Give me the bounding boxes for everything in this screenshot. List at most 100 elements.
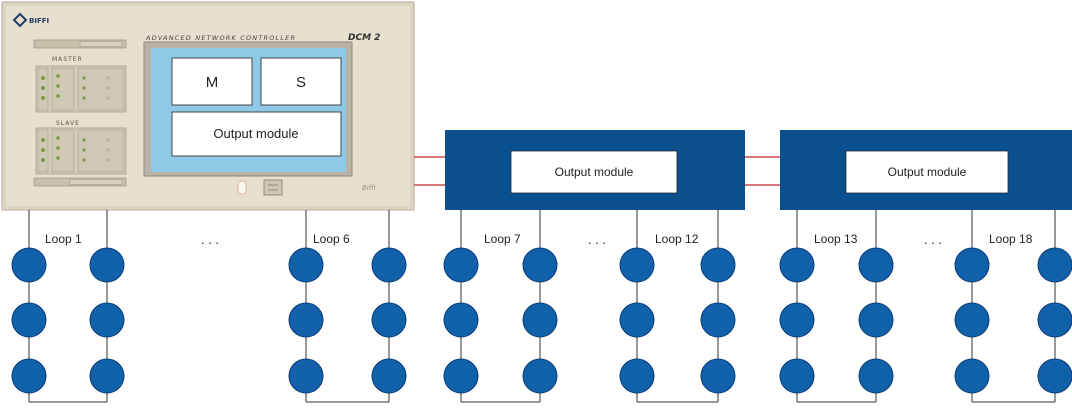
slave-box-label: S — [296, 74, 306, 91]
ellipsis-1: . . . — [201, 232, 219, 247]
loop-3 — [443, 210, 558, 403]
master-led-12 — [106, 96, 110, 100]
master-led-3 — [41, 96, 45, 100]
master-box-frame — [171, 57, 253, 106]
status-button[interactable] — [263, 179, 283, 196]
loop-device-node — [1037, 302, 1072, 338]
loop-device-node — [522, 247, 558, 283]
loop-device-node — [443, 247, 479, 283]
loop-device-node — [700, 302, 736, 338]
controller-model: DCM 2 — [348, 33, 380, 43]
slave-led-2 — [41, 148, 45, 152]
loop-label-1: Loop 1 — [45, 232, 82, 246]
loop-device-node — [89, 247, 125, 283]
screen-master-box: M — [171, 57, 253, 106]
loops-layer — [11, 210, 1072, 403]
loop-device-node — [11, 247, 47, 283]
slave-led-7 — [82, 138, 86, 142]
master-block: MASTER — [35, 56, 127, 113]
master-led-2 — [41, 86, 45, 90]
slave-sub-panel — [51, 129, 75, 173]
loop-label-12: Loop 12 — [655, 232, 699, 246]
output-module-label: Output module — [888, 165, 967, 179]
ellipsis-3: . . . — [924, 232, 942, 247]
master-status-panel — [77, 67, 125, 111]
slave-led-1 — [41, 138, 45, 142]
loop-device-node — [371, 302, 407, 338]
master-led-8 — [82, 86, 86, 90]
loop-device-node — [288, 302, 324, 338]
loop-device-node — [954, 302, 990, 338]
loop-4 — [619, 210, 736, 403]
status-strip-display — [79, 41, 123, 47]
output-module-unit-1: Output module — [445, 130, 745, 210]
loop-device-node — [858, 302, 894, 338]
master-led-7 — [82, 76, 86, 80]
controller-panel: BIFFI ADVANCED NETWORK CONTROLLER DCM 2 … — [1, 1, 415, 211]
loop-device-node — [619, 358, 655, 394]
loop-device-node — [779, 358, 815, 394]
loop-2 — [288, 210, 407, 403]
slave-status-panel — [77, 129, 125, 173]
slave-block: SLAVE — [35, 120, 127, 175]
screen-slave-box: S — [260, 57, 342, 106]
loop-device-node — [443, 358, 479, 394]
loop-1 — [11, 210, 125, 403]
loop-device-node — [954, 247, 990, 283]
master-box-label: M — [206, 74, 219, 91]
loop-device-node — [619, 302, 655, 338]
loop-device-node — [779, 302, 815, 338]
loop-device-node — [858, 358, 894, 394]
loop-device-node — [288, 358, 324, 394]
slave-led-4 — [56, 136, 60, 140]
loop-device-node — [89, 302, 125, 338]
loop-device-node — [700, 358, 736, 394]
output-module-label: Output module — [555, 165, 634, 179]
slave-label: SLAVE — [56, 120, 80, 127]
diamond-logo-icon — [12, 12, 28, 28]
signature-text: Biffi — [362, 184, 376, 192]
loop-device-node — [443, 302, 479, 338]
loop-device-node — [779, 247, 815, 283]
brand-name: BIFFI — [29, 17, 49, 25]
output-box-label: Output module — [213, 126, 298, 141]
slave-led-9 — [82, 158, 86, 162]
slave-box-frame — [260, 57, 342, 106]
screen-output-module-box: Output module — [171, 111, 342, 157]
loop-device-node — [858, 247, 894, 283]
controller-title: ADVANCED NETWORK CONTROLLER — [145, 34, 296, 42]
slave-led-12 — [106, 158, 110, 162]
loop-device-node — [1037, 247, 1072, 283]
slave-led-5 — [56, 146, 60, 150]
loop-label-6: Loop 6 — [313, 232, 350, 246]
loop-device-node — [522, 358, 558, 394]
loop-label-13: Loop 13 — [814, 232, 858, 246]
output-strip-display — [69, 179, 123, 185]
master-led-11 — [106, 86, 110, 90]
output-module-frame — [845, 150, 1009, 194]
loop-device-node — [522, 302, 558, 338]
loop-device-node — [11, 358, 47, 394]
master-led-9 — [82, 96, 86, 100]
master-led-1 — [41, 76, 45, 80]
master-led-6 — [56, 94, 60, 98]
loop-device-node — [11, 302, 47, 338]
output-box-frame — [171, 111, 342, 157]
master-label: MASTER — [52, 56, 83, 63]
loop-device-node — [700, 247, 736, 283]
brand-logo: BIFFI — [12, 12, 49, 28]
output-module-frame — [510, 150, 678, 194]
slave-led-10 — [106, 138, 110, 142]
master-led-4 — [56, 74, 60, 78]
loop-label-7: Loop 7 — [484, 232, 521, 246]
ellipsis-2: . . . — [588, 232, 606, 247]
loop-label-18: Loop 18 — [989, 232, 1033, 246]
usb-port-icon — [237, 180, 247, 195]
loop-device-node — [89, 358, 125, 394]
loop-device-node — [288, 247, 324, 283]
output-module-unit-2: Output module — [780, 130, 1072, 210]
loop-device-node — [619, 247, 655, 283]
slave-led-11 — [106, 148, 110, 152]
loop-device-node — [1037, 358, 1072, 394]
